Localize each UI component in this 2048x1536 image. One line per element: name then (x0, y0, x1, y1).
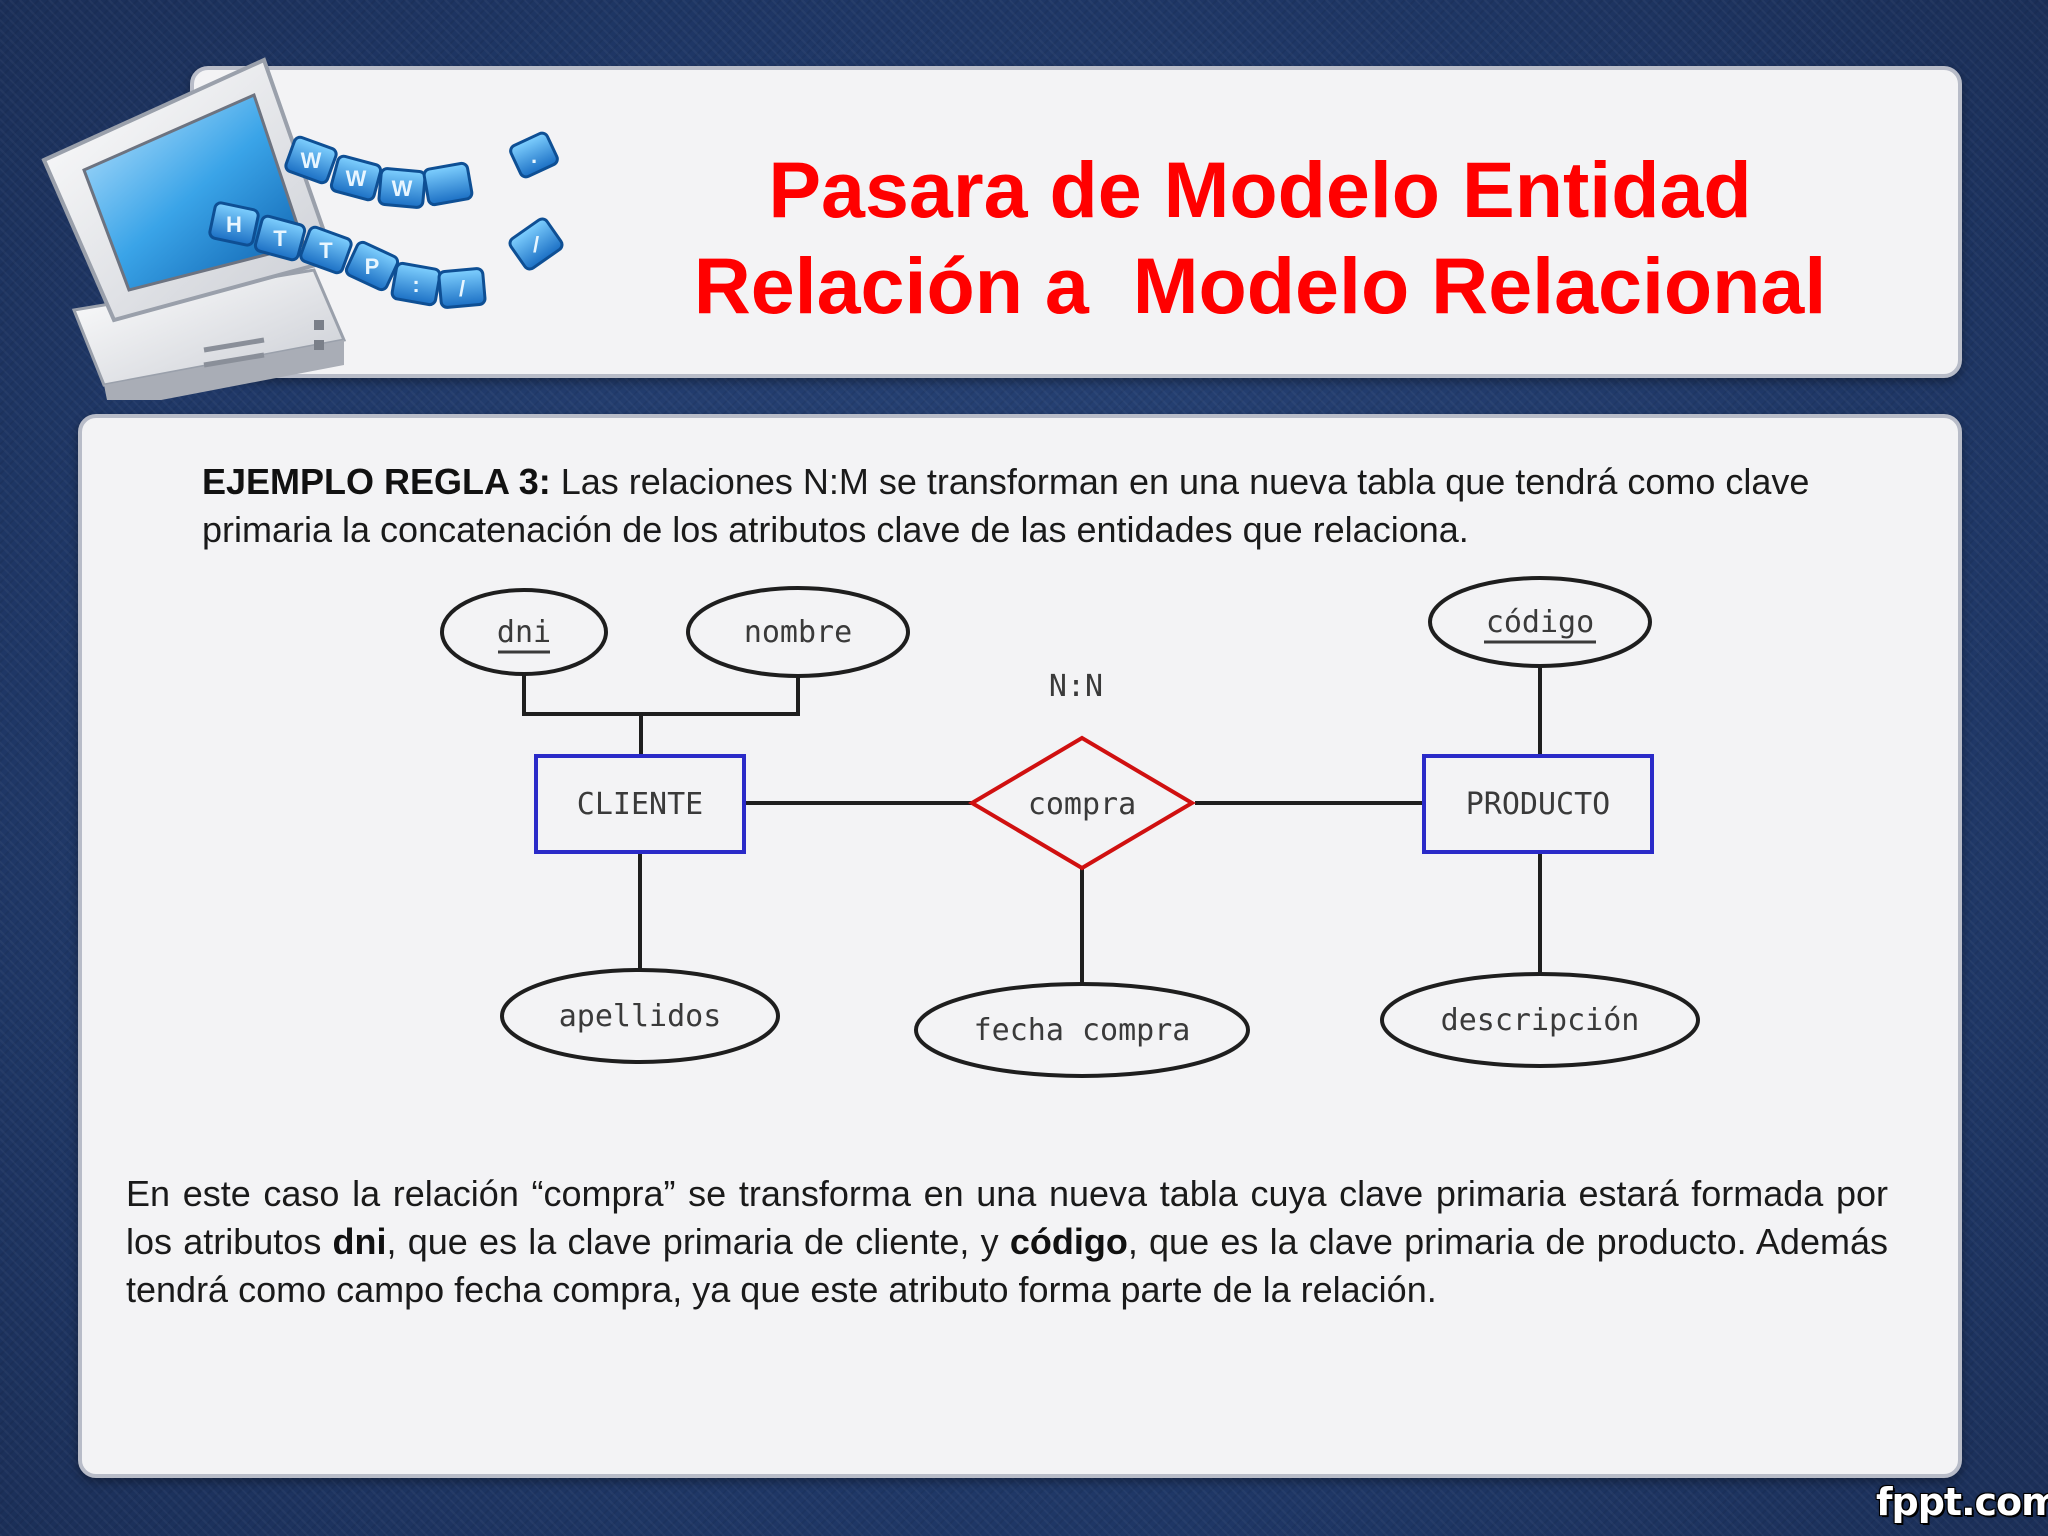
attribute-fecha-compra-label: fecha compra (974, 1013, 1191, 1048)
attribute-codigo-label: código (1486, 605, 1594, 640)
cardinality-label: N:N (1049, 669, 1103, 704)
slide-title: Pasara de Modelo Entidad Relación a Mode… (600, 142, 1920, 334)
entity-cliente: CLIENTE (536, 756, 744, 852)
logo-key-label: : (412, 272, 419, 297)
logo-key-label: P (365, 254, 380, 279)
attribute-apellidos: apellidos (502, 970, 778, 1062)
logo-key-label: / (459, 276, 465, 301)
logo-key-label: / (533, 232, 539, 257)
attribute-nombre-label: nombre (744, 615, 852, 650)
attribute-descripcion: descripción (1382, 974, 1698, 1066)
logo-key-label: T (273, 226, 287, 251)
entity-producto-label: PRODUCTO (1466, 787, 1611, 822)
title-line-1: Pasara de Modelo Entidad (600, 142, 1920, 238)
title-line-2: Relación a Modelo Relacional (600, 238, 1920, 334)
fppt-brand-logo: fppt.com (1876, 1480, 2048, 1524)
logo-key-label: H (226, 212, 242, 237)
attribute-dni-label: dni (497, 615, 551, 650)
attribute-codigo: código (1430, 578, 1650, 666)
entity-cliente-label: CLIENTE (577, 787, 703, 822)
monitor-www-logo: W W W . H T T P : / / (14, 20, 594, 400)
er-diagram: dni nombre código N:N CLIENTE compra PRO… (400, 560, 1720, 1100)
logo-key-label: T (319, 238, 333, 263)
logo-key-label: . (531, 143, 537, 168)
rule-label: EJEMPLO REGLA 3: (202, 461, 551, 502)
logo-key-label: W (392, 176, 413, 201)
attribute-apellidos-label: apellidos (559, 999, 722, 1034)
attribute-dni: dni (442, 590, 606, 674)
relationship-compra: compra (972, 738, 1192, 868)
explanation-part-2: , que es la clave primaria de cliente, y (387, 1221, 1010, 1262)
attribute-descripcion-label: descripción (1441, 1003, 1640, 1038)
attribute-fecha-compra: fecha compra (916, 984, 1248, 1076)
entity-producto: PRODUCTO (1424, 756, 1652, 852)
logo-key-label: W (346, 166, 367, 191)
logo-key-label: W (301, 148, 322, 173)
rule-intro: EJEMPLO REGLA 3: Las relaciones N:M se t… (202, 458, 1888, 554)
explanation-bold-dni: dni (333, 1221, 387, 1262)
relationship-compra-label: compra (1028, 787, 1136, 822)
explanation-bold-codigo: código (1010, 1221, 1128, 1262)
attribute-nombre: nombre (688, 588, 908, 676)
explanation-paragraph: En este caso la relación “compra” se tra… (126, 1170, 1888, 1314)
